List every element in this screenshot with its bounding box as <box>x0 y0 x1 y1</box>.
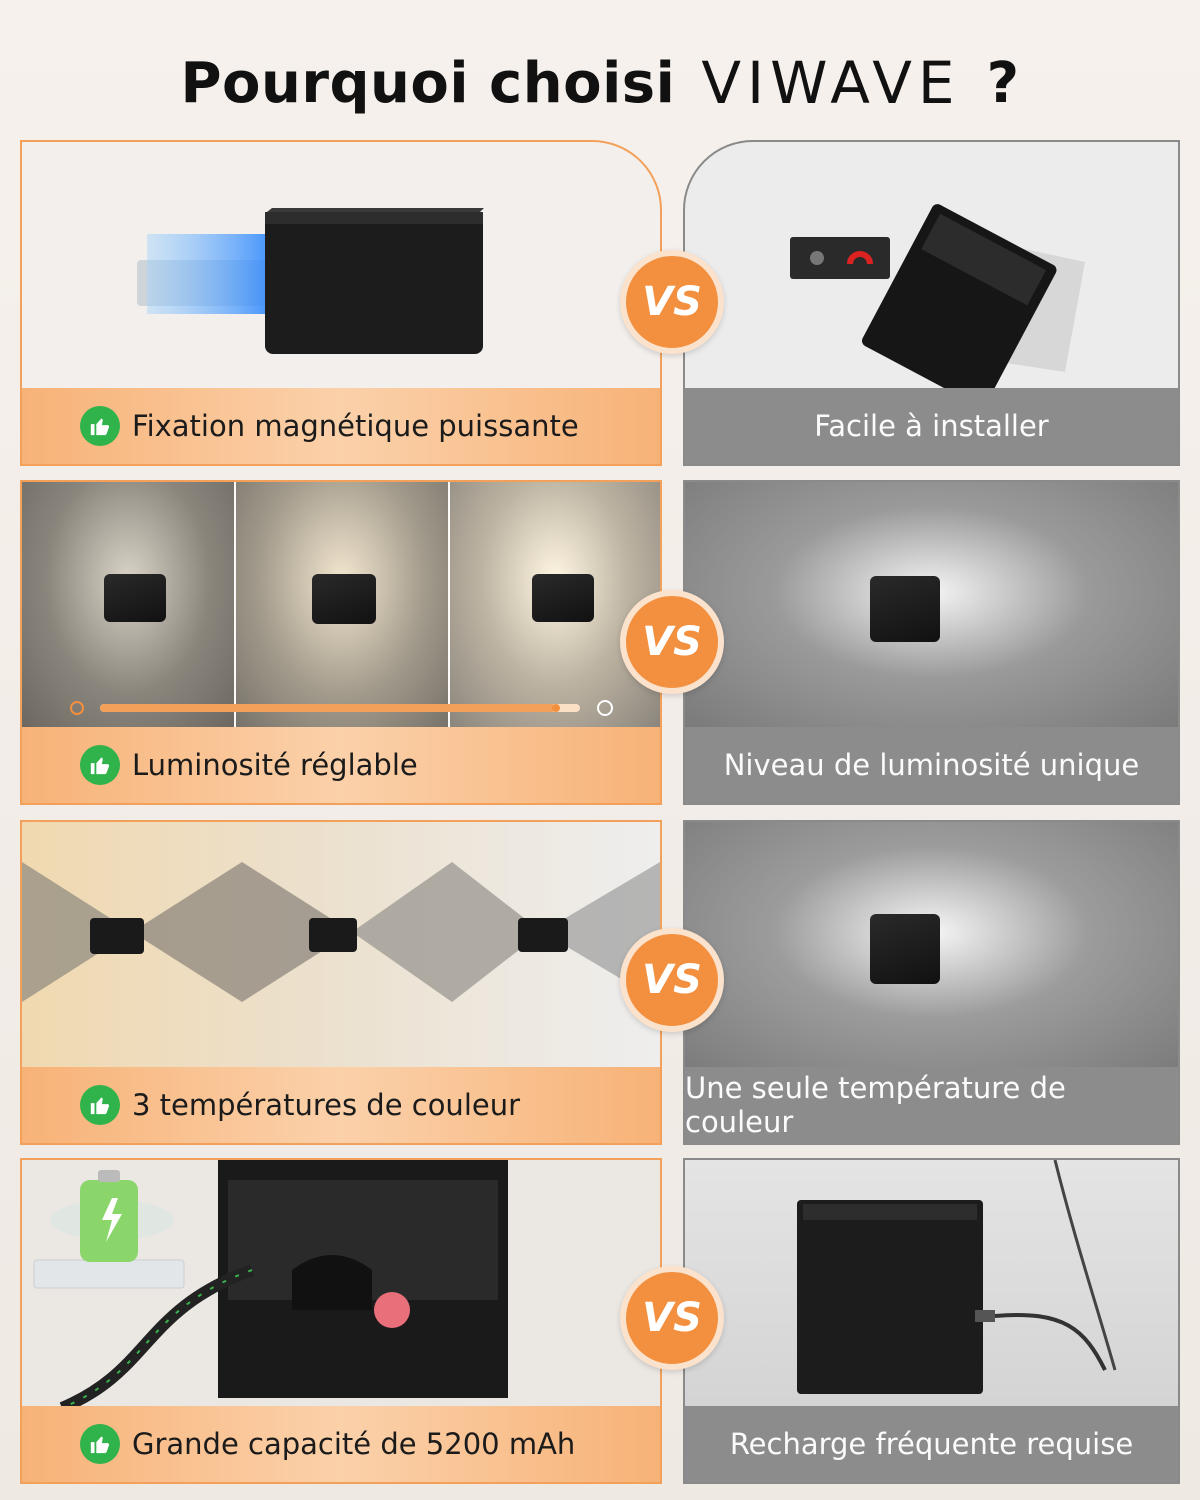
caption-text: 3 températures de couleur <box>132 1088 521 1122</box>
title-prefix: Pourquoi choisi <box>180 50 676 116</box>
lamp <box>312 574 376 624</box>
single-temperature-image <box>685 822 1178 1067</box>
lamp <box>104 574 166 622</box>
brightness-slider <box>70 700 613 716</box>
caption-adjustable-brightness: Luminosité réglable <box>22 727 660 803</box>
caption-frequent-recharge: Recharge fréquente requise <box>685 1406 1178 1482</box>
panel-single-temperature: Une seule température de couleur <box>683 820 1180 1145</box>
vs-badge: VS <box>620 1266 724 1370</box>
thumbs-up-icon <box>80 1424 120 1464</box>
slider-fill <box>100 704 556 712</box>
vs-badge: VS <box>620 590 724 694</box>
bright-light-scene <box>450 482 660 727</box>
dim-light-scene <box>22 482 234 727</box>
caption-single-temperature: Une seule température de couleur <box>685 1067 1178 1143</box>
frequent-recharge-image <box>685 1160 1178 1406</box>
thumbs-up-icon <box>80 406 120 446</box>
frequent-recharge-illustration <box>797 1160 1117 1394</box>
caption-color-temperatures: 3 températures de couleur <box>22 1067 660 1143</box>
battery-capacity-image <box>22 1160 660 1414</box>
title-suffix: ? <box>986 50 1020 116</box>
panel-single-brightness: Niveau de luminosité unique <box>683 480 1180 805</box>
caption-single-brightness: Niveau de luminosité unique <box>685 727 1178 803</box>
brand-logo: VIWAVE <box>701 49 961 117</box>
slider-knob <box>552 704 560 712</box>
battery-capacity-illustration <box>33 1160 508 1414</box>
panel-color-temperatures: 3 températures de couleur <box>20 820 662 1145</box>
caption-text: Fixation magnétique puissante <box>132 409 579 443</box>
caption-battery-capacity: Grande capacité de 5200 mAh <box>22 1406 660 1482</box>
caption-text: Grande capacité de 5200 mAh <box>132 1427 576 1461</box>
thumbs-up-icon <box>80 1085 120 1125</box>
lamp <box>870 914 940 984</box>
easy-install-image <box>685 142 1178 407</box>
panel-magnetic-mount: Fixation magnétique puissante <box>20 140 662 466</box>
vs-badge: VS <box>620 250 724 354</box>
color-temperatures-illustration <box>22 862 660 1002</box>
single-brightness-image <box>685 482 1178 727</box>
panel-easy-install: Facile à installer <box>683 140 1180 466</box>
divider <box>234 482 236 727</box>
thumbs-up-icon <box>80 745 120 785</box>
vs-badge: VS <box>620 928 724 1032</box>
adjustable-brightness-image <box>22 482 660 727</box>
lamp <box>870 576 940 642</box>
panel-adjustable-brightness: Luminosité réglable <box>20 480 662 805</box>
medium-light-scene <box>236 482 448 727</box>
caption-text: Luminosité réglable <box>132 748 418 782</box>
panel-battery-capacity: Grande capacité de 5200 mAh <box>20 1158 662 1484</box>
caption-magnetic-mount: Fixation magnétique puissante <box>22 388 660 464</box>
page-title: Pourquoi choisi VIWAVE ? <box>0 38 1200 128</box>
easy-install-illustration <box>790 204 1085 407</box>
lamp <box>532 574 594 622</box>
panel-frequent-recharge: Recharge fréquente requise <box>683 1158 1180 1484</box>
magnetic-mount-image <box>22 142 660 388</box>
caption-easy-install: Facile à installer <box>685 388 1178 464</box>
color-temperatures-image <box>22 822 660 1067</box>
magnetic-mount-illustration <box>137 208 484 354</box>
divider <box>448 482 450 727</box>
